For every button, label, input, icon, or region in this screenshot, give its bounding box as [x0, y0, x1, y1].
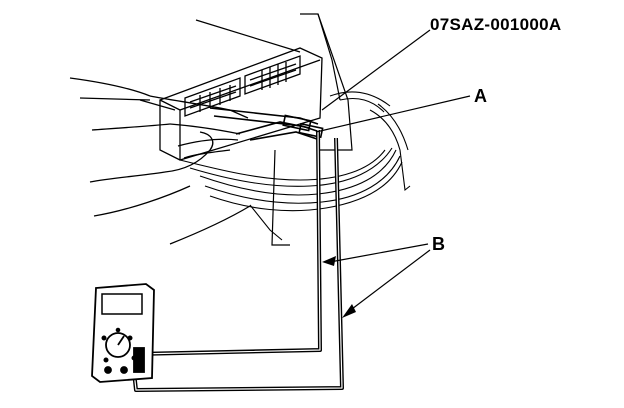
digital-multimeter	[91, 283, 155, 383]
meter-display	[101, 293, 143, 315]
wiring-harness	[179, 91, 411, 241]
test-probes	[209, 107, 324, 141]
leader-part-number	[321, 29, 431, 111]
part-number-label: 07SAZ-001000A	[430, 15, 561, 34]
meter-jack	[120, 366, 128, 374]
test-leads	[132, 129, 344, 392]
leader-a	[315, 95, 471, 133]
meter-jack	[104, 366, 112, 374]
hand	[69, 77, 251, 245]
callout-b-label: B	[432, 234, 445, 254]
ecu-unit	[159, 47, 323, 161]
test-leads-highlight	[133, 129, 343, 391]
body-panel	[271, 13, 353, 246]
leader-b-1	[329, 243, 429, 263]
leader-lines	[315, 29, 471, 313]
arrowheads	[322, 256, 356, 318]
leader-b-2	[347, 249, 431, 313]
dashboard-panel	[139, 19, 301, 111]
callout-a-label: A	[474, 86, 487, 106]
